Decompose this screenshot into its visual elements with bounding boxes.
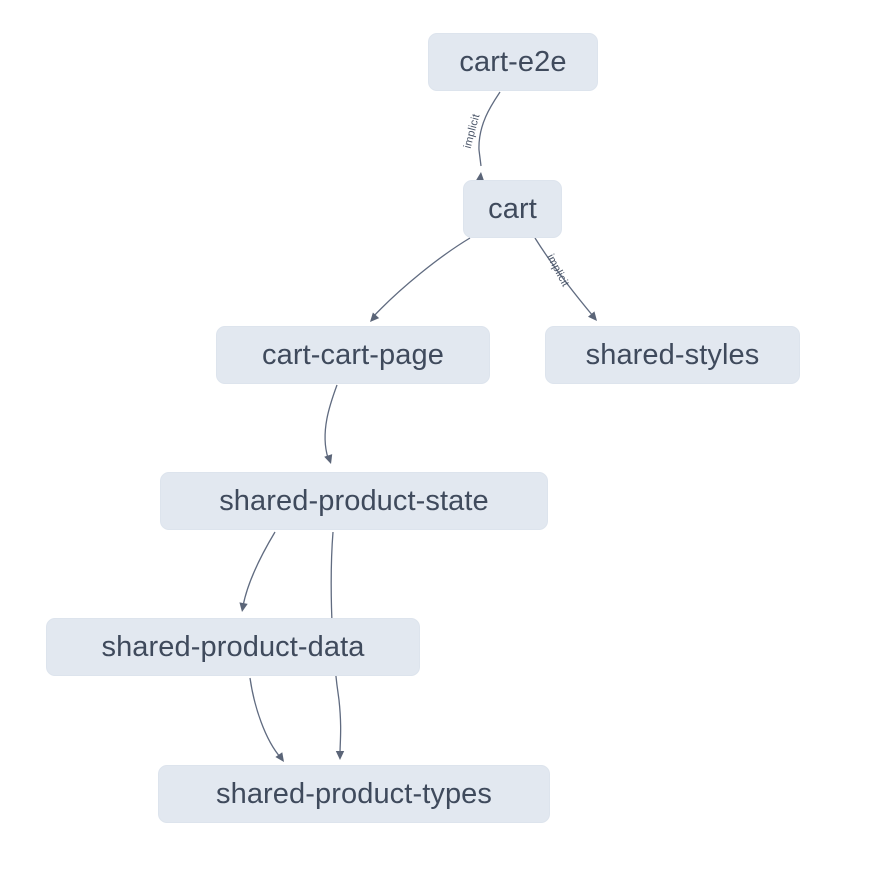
graph-node-shared-product-state[interactable]: shared-product-state <box>160 472 548 530</box>
graph-node-shared-product-data[interactable]: shared-product-data <box>46 618 420 676</box>
graph-node-cart-cart-page[interactable]: cart-cart-page <box>216 326 490 384</box>
edge-arrowhead-icon <box>324 454 333 464</box>
graph-edge-shared-product-state-to-shared-product-data <box>239 531 276 612</box>
graph-node-cart[interactable]: cart <box>463 180 562 238</box>
edge-arrowhead-icon <box>239 602 248 612</box>
graph-node-label: cart <box>488 192 537 225</box>
edge-arrowhead-icon <box>587 311 597 321</box>
graph-node-shared-product-types[interactable]: shared-product-types <box>158 765 550 823</box>
graph-node-label: cart-cart-page <box>262 338 444 371</box>
edge-label: implicit <box>544 252 571 289</box>
graph-node-shared-styles[interactable]: shared-styles <box>545 326 800 384</box>
edge-line <box>242 531 276 607</box>
graph-node-label: shared-product-state <box>219 484 489 517</box>
edge-arrowhead-icon <box>335 751 345 760</box>
edge-arrowhead-icon <box>370 312 380 322</box>
edge-line <box>371 237 471 319</box>
graph-edge-cart-e2e-to-cart: implicit <box>462 91 501 182</box>
graph-edge-cart-cart-page-to-shared-product-state <box>324 384 338 464</box>
graph-edge-shared-product-data-to-shared-product-types <box>249 677 284 762</box>
graph-node-label: shared-product-types <box>215 777 493 810</box>
graph-edge-cart-to-shared-styles: implicit <box>534 237 597 321</box>
graph-node-cart-e2e[interactable]: cart-e2e <box>428 33 598 91</box>
edge-line <box>249 677 282 759</box>
graph-node-label: shared-styles <box>585 338 760 371</box>
graph-node-label: shared-product-data <box>101 630 365 663</box>
graph-edge-cart-to-cart-cart-page <box>370 237 471 322</box>
edge-label: implicit <box>462 113 483 150</box>
graph-node-label: cart-e2e <box>459 45 567 78</box>
edge-line <box>534 237 594 317</box>
edge-arrowhead-icon <box>275 752 284 762</box>
edge-line <box>478 91 501 167</box>
edge-line <box>324 384 338 459</box>
